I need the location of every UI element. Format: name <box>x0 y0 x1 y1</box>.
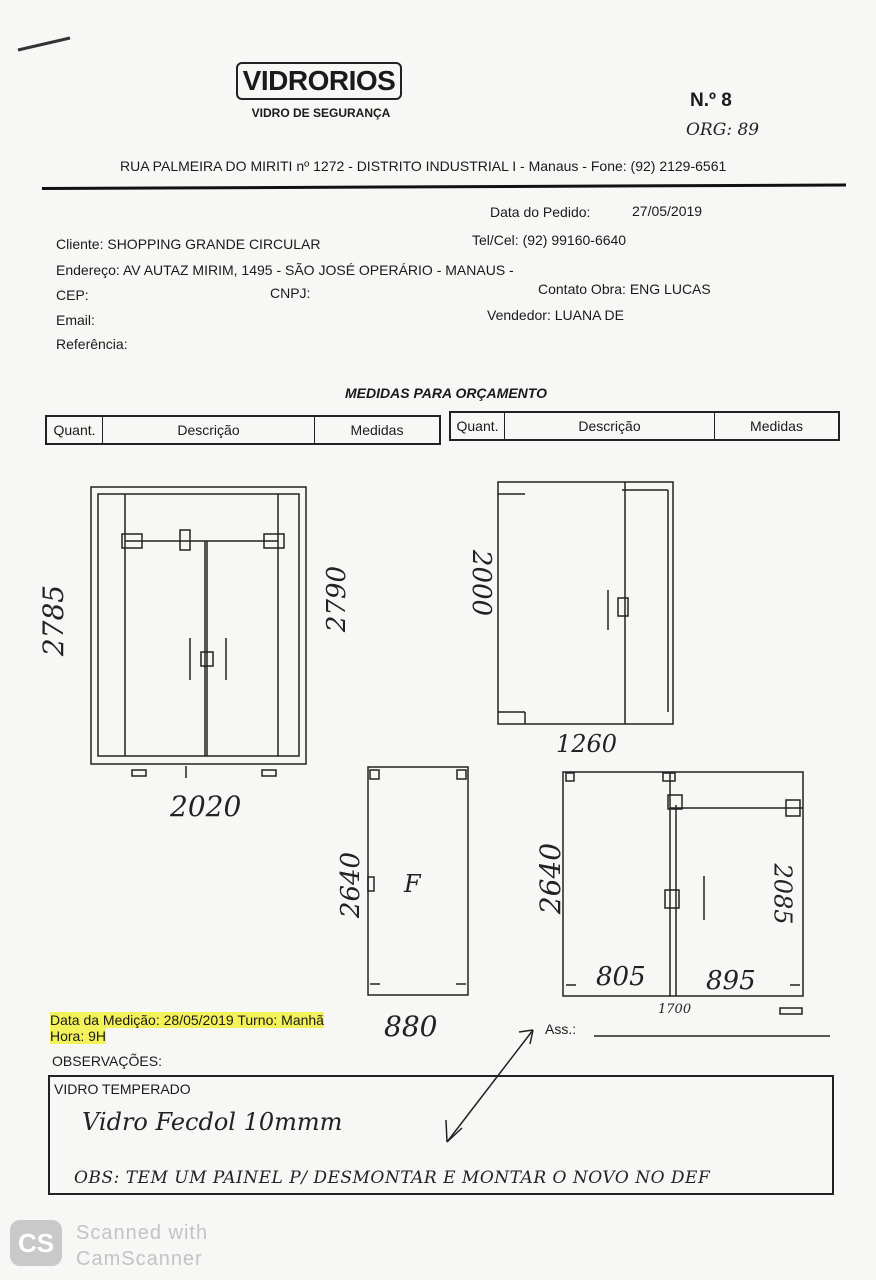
pen-mark <box>17 36 71 52</box>
dim-d1-height-left: 2785 <box>37 584 71 657</box>
company-address: RUA PALMEIRA DO MIRITI nº 1272 - DISTRIT… <box>120 158 727 174</box>
contact-field: Contato Obra: ENG LUCAS <box>538 281 711 297</box>
col-quant: Quant. <box>451 413 505 439</box>
logo-subtitle: VIDRO DE SEGURANÇA <box>251 106 391 120</box>
seller-field: Vendedor: LUANA DE <box>487 307 624 323</box>
measurement-time: Hora: 9H <box>50 1028 107 1044</box>
cep-field: CEP: <box>56 287 89 303</box>
camscanner-text: Scanned with CamScanner <box>76 1220 208 1272</box>
col-description: Descrição <box>505 413 715 439</box>
signature-label: Ass.: <box>545 1021 577 1037</box>
client-field: Cliente: SHOPPING GRANDE CIRCULAR <box>56 236 321 252</box>
dim-d4-width-right: 895 <box>706 966 756 996</box>
table-header-right: Quant. Descrição Medidas <box>449 411 840 441</box>
measurement-date: Data da Medição: 28/05/2019 Turno: Manhã <box>50 1012 324 1028</box>
dim-d4-height-right: 2085 <box>768 863 797 925</box>
phone-field: Tel/Cel: (92) 99160-6640 <box>472 232 627 248</box>
col-measures: Medidas <box>350 422 404 438</box>
col-quant: Quant. <box>47 417 103 443</box>
measurement-info: Data da Medição: 28/05/2019 Turno: Manhã… <box>50 1012 324 1044</box>
dim-d3-width: 880 <box>384 1010 438 1043</box>
address-field: Endereço: AV AUTAZ MIRIM, 1495 - SÃO JOS… <box>56 262 514 278</box>
dim-d4-bottom: 1700 <box>658 1002 692 1017</box>
org-note: ORG: 89 <box>686 120 760 140</box>
observations-box <box>48 1075 834 1195</box>
order-date-label: Data do Pedido: <box>490 204 591 220</box>
table-header-left: Quant. Descrição Medidas <box>45 415 441 445</box>
reference-field: Referência: <box>56 336 128 352</box>
company-logo: VIDRORIOS <box>236 62 402 100</box>
order-date-value: 27/05/2019 <box>632 203 703 219</box>
observations-typed: VIDRO TEMPERADO <box>54 1081 191 1097</box>
col-description: Descrição <box>103 417 315 443</box>
cnpj-field: CNPJ: <box>270 285 311 301</box>
dim-d1-height-right: 2790 <box>322 565 353 633</box>
dim-d3-height: 2640 <box>336 851 367 919</box>
observations-handwritten-2: OBS: TEM UM PAINEL P/ DESMONTAR E MONTAR… <box>74 1168 711 1188</box>
observations-handwritten-1: Vidro Fecdol 10mmm <box>82 1108 343 1136</box>
dim-d3-mark: F <box>404 870 421 898</box>
watermark-line-2: CamScanner <box>76 1248 203 1270</box>
watermark-line-1: Scanned with <box>76 1222 209 1244</box>
col-measures: Medidas <box>750 418 803 434</box>
email-field: Email: <box>56 312 95 328</box>
section-title: MEDIDAS PARA ORÇAMENTO <box>345 385 547 401</box>
dim-d2-width: 1260 <box>556 730 618 758</box>
camscanner-logo: CS <box>10 1220 62 1266</box>
dim-d4-width-left: 805 <box>596 962 646 992</box>
dim-d1-width: 2020 <box>170 790 242 823</box>
order-number: N.º 8 <box>690 90 732 111</box>
observations-label: OBSERVAÇÕES: <box>52 1053 162 1069</box>
dim-d2-height: 2000 <box>466 549 497 617</box>
dim-d4-height-left: 2640 <box>534 842 568 915</box>
